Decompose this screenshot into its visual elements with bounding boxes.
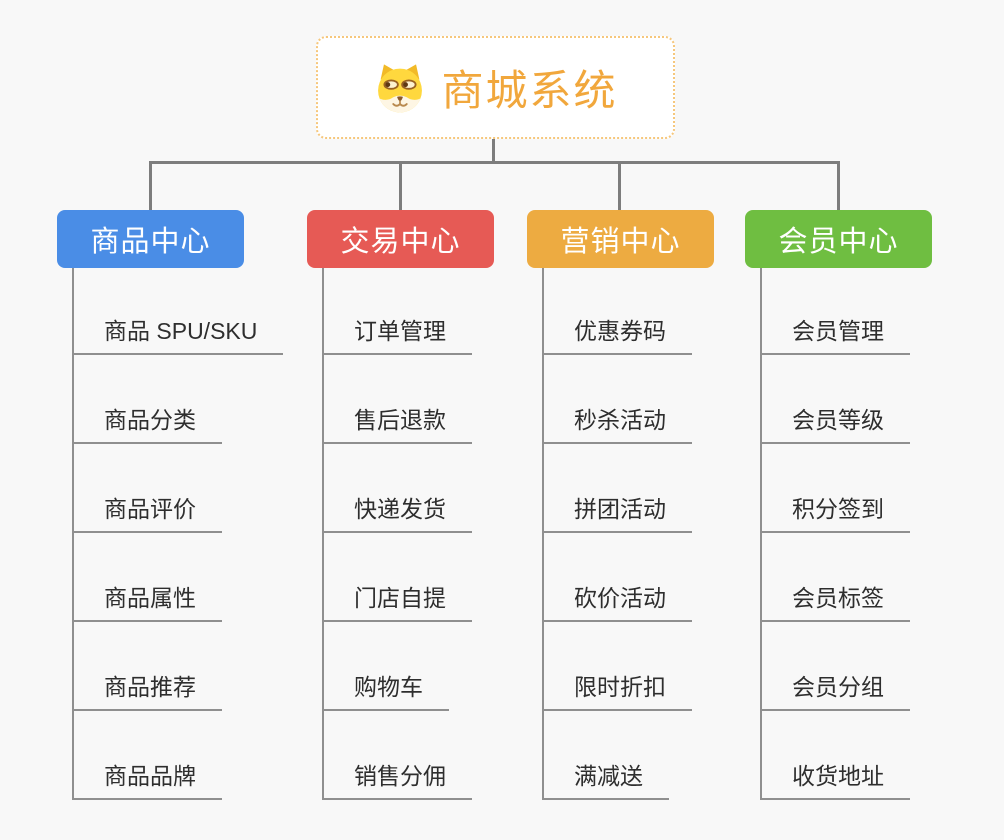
branch-item[interactable]: 销售分佣 (324, 711, 472, 800)
connector-drop-member (837, 161, 840, 211)
branch-item[interactable]: 订单管理 (324, 266, 472, 355)
branch-item[interactable]: 积分签到 (762, 444, 910, 533)
branch-header-marketing[interactable]: 营销中心 (527, 210, 714, 268)
connector-root-stub (492, 139, 495, 164)
branch-item[interactable]: 会员标签 (762, 533, 910, 622)
shiba-dog-face-icon (373, 61, 427, 115)
branch-item[interactable]: 商品评价 (74, 444, 222, 533)
branch-item[interactable]: 商品 SPU/SKU (74, 266, 284, 355)
branch-item[interactable]: 商品分类 (74, 355, 222, 444)
branch-header-trade[interactable]: 交易中心 (307, 210, 494, 268)
branch-header-member[interactable]: 会员中心 (745, 210, 932, 268)
branch-item[interactable]: 收货地址 (762, 711, 910, 800)
branch-item[interactable]: 商品推荐 (74, 622, 222, 711)
branch-list-trade: 订单管理 售后退款 快递发货 门店自提 购物车 销售分佣 (322, 266, 472, 800)
branch-item[interactable]: 限时折扣 (544, 622, 692, 711)
branch-item[interactable]: 满减送 (544, 711, 669, 800)
branch-item[interactable]: 会员管理 (762, 266, 910, 355)
branch-item[interactable]: 秒杀活动 (544, 355, 692, 444)
branch-item[interactable]: 砍价活动 (544, 533, 692, 622)
branch-item[interactable]: 购物车 (324, 622, 449, 711)
branch-item[interactable]: 会员等级 (762, 355, 910, 444)
branch-item[interactable]: 拼团活动 (544, 444, 692, 533)
branch-item[interactable]: 商品品牌 (74, 711, 222, 800)
root-title: 商城系统 (441, 67, 618, 114)
connector-drop-trade (399, 161, 402, 211)
branch-item[interactable]: 优惠券码 (544, 266, 692, 355)
branch-item[interactable]: 快递发货 (324, 444, 472, 533)
branch-item[interactable]: 商品属性 (74, 533, 222, 622)
branch-item[interactable]: 会员分组 (762, 622, 910, 711)
connector-bus (149, 161, 840, 164)
connector-drop-product (149, 161, 152, 211)
branch-item[interactable]: 售后退款 (324, 355, 472, 444)
root-node[interactable]: 商城系统 (316, 36, 675, 139)
branch-list-member: 会员管理 会员等级 积分签到 会员标签 会员分组 收货地址 (760, 266, 910, 800)
branch-header-product[interactable]: 商品中心 (57, 210, 244, 268)
branch-list-product: 商品 SPU/SKU 商品分类 商品评价 商品属性 商品推荐 商品品牌 (72, 266, 284, 800)
connector-drop-marketing (618, 161, 621, 211)
branch-list-marketing: 优惠券码 秒杀活动 拼团活动 砍价活动 限时折扣 满减送 (542, 266, 692, 800)
branch-item[interactable]: 门店自提 (324, 533, 472, 622)
